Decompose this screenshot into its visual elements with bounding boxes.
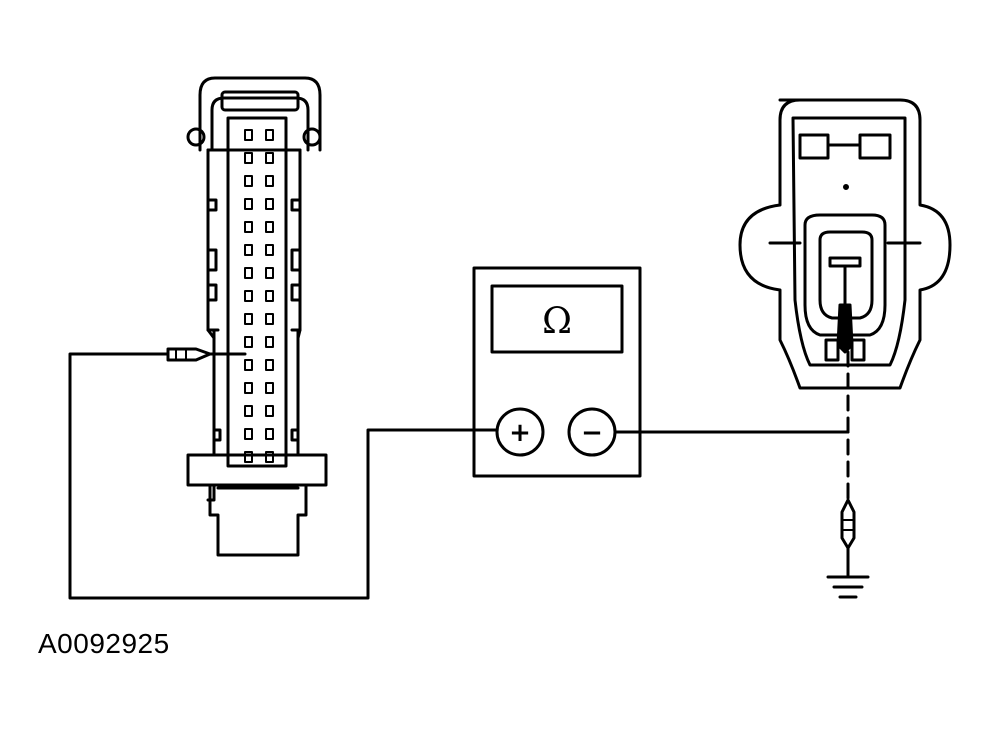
ohmmeter [472, 266, 642, 478]
right-test-probe-icon [836, 303, 854, 354]
positive-lead-wire [68, 352, 499, 600]
positive-label: + [509, 418, 531, 448]
sensor-connector-icon [738, 98, 952, 390]
left-test-probe-icon [166, 347, 247, 362]
ground-symbol-icon [826, 575, 870, 599]
multi-pin-connector-icon [186, 76, 328, 557]
figure-id: A0092925 [38, 628, 170, 659]
ground-test-probe-icon [840, 498, 856, 577]
negative-label: − [581, 418, 603, 448]
positive-terminal-icon [495, 407, 545, 457]
ohm-symbol: Ω [542, 301, 572, 342]
